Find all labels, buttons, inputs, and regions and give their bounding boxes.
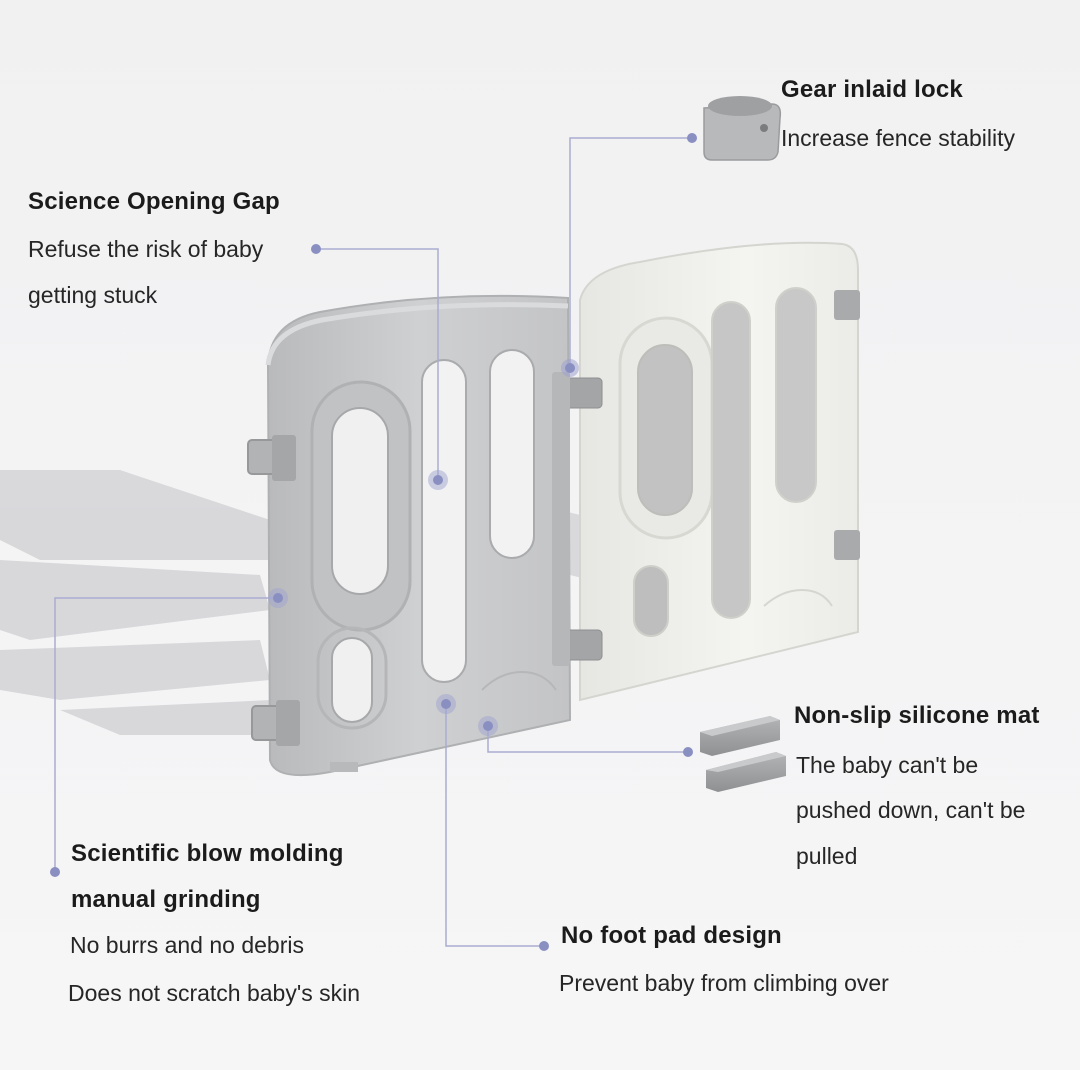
silicone-mat-icon — [700, 716, 786, 792]
dot-opening-gap-label — [311, 244, 321, 254]
dot-gear-lock-label — [687, 133, 697, 143]
silicone-mat-desc-line3: pulled — [796, 843, 858, 869]
dot-blow-molding-label — [50, 867, 60, 877]
callout-leader-lines — [54, 137, 692, 947]
gear-lock-connectors — [552, 372, 603, 666]
foot-pad-desc: Prevent baby from climbing over — [559, 970, 889, 996]
silicone-mat-desc-line2: pushed down, can't be — [796, 797, 1026, 823]
dot-foot-pad-label — [539, 941, 549, 951]
opening-gap-title: Science Opening Gap — [28, 188, 280, 215]
dot-mat-label — [683, 747, 693, 757]
blow-molding-desc-line1: No burrs and no debris — [70, 932, 304, 958]
foot-pad-title: No foot pad design — [561, 922, 782, 949]
blow-molding-title-line1: Scientific blow molding — [71, 840, 344, 867]
silicone-mat-desc-line1: The baby can't be — [796, 752, 979, 778]
blow-molding-desc-line2: Does not scratch baby's skin — [68, 980, 361, 1006]
callout-dots — [50, 133, 697, 951]
white-fence-panel — [579, 241, 860, 702]
opening-gap-desc-line1: Refuse the risk of baby — [28, 236, 264, 262]
gear-lock-title: Gear inlaid lock — [781, 76, 963, 103]
blow-molding-title-line2: manual grinding — [71, 886, 261, 913]
opening-gap-desc-line2: getting stuck — [28, 282, 158, 308]
silicone-mat-title: Non-slip silicone mat — [794, 702, 1040, 729]
gear-lock-desc: Increase fence stability — [781, 125, 1015, 151]
gear-lock-icon — [703, 96, 782, 161]
grey-fence-panel — [247, 294, 572, 777]
